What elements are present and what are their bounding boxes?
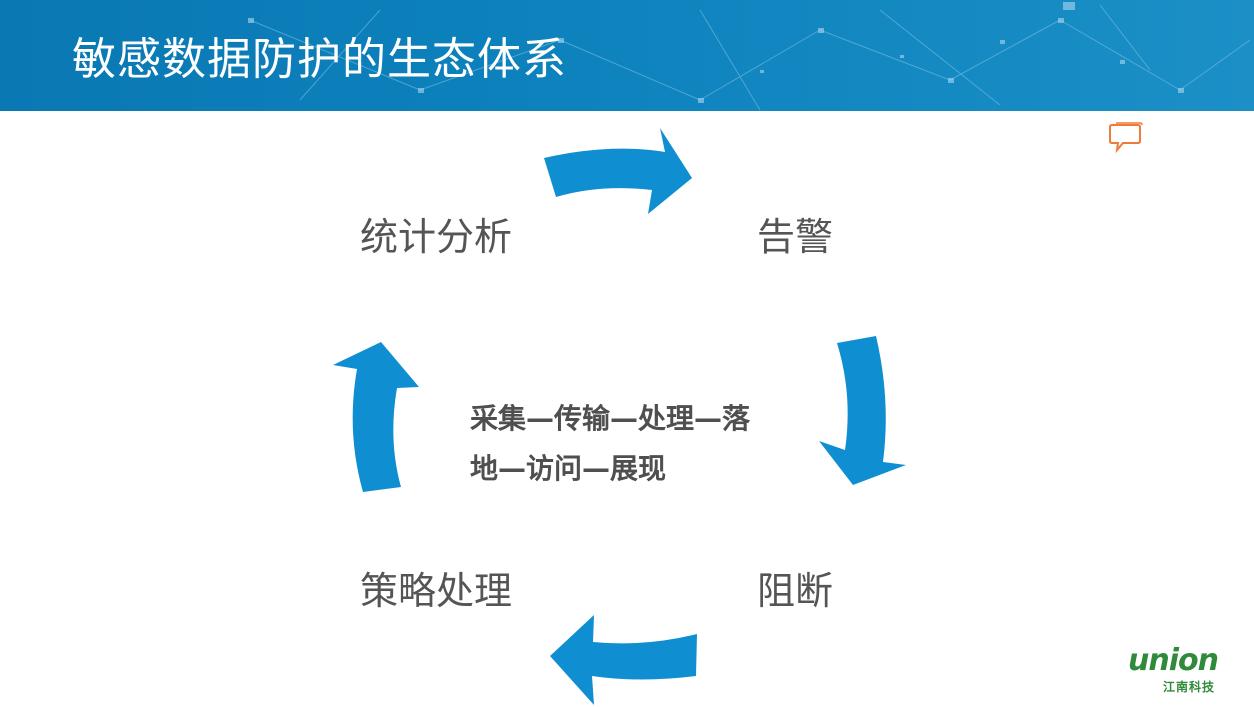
node-label-stats: 统计分析 <box>360 215 513 259</box>
arrow-stats-to-alert <box>544 128 692 214</box>
company-logo: union 江南科技 <box>1128 644 1238 698</box>
comment-icon[interactable] <box>1107 122 1143 154</box>
center-line-1: 采集—传输—处理—落 <box>470 402 751 435</box>
page-title: 敏感数据防护的生态体系 <box>72 34 567 85</box>
arrow-policy-to-stats <box>333 342 419 492</box>
arrow-alert-to-block <box>819 336 906 485</box>
node-label-block: 阻断 <box>757 569 834 613</box>
network-background <box>248 2 1251 111</box>
arrow-block-to-policy <box>550 615 697 705</box>
node-label-alert: 告警 <box>757 215 834 259</box>
header-banner: 敏感数据防护的生态体系 <box>0 0 1254 111</box>
center-flow-text: 采集—传输—处理—落 地—访问—展现 <box>470 394 800 494</box>
node-label-policy: 策略处理 <box>360 569 513 613</box>
center-line-2: 地—访问—展现 <box>470 452 667 485</box>
logo-word: union <box>1128 643 1219 678</box>
logo-subtitle: 江南科技 <box>1163 680 1216 694</box>
